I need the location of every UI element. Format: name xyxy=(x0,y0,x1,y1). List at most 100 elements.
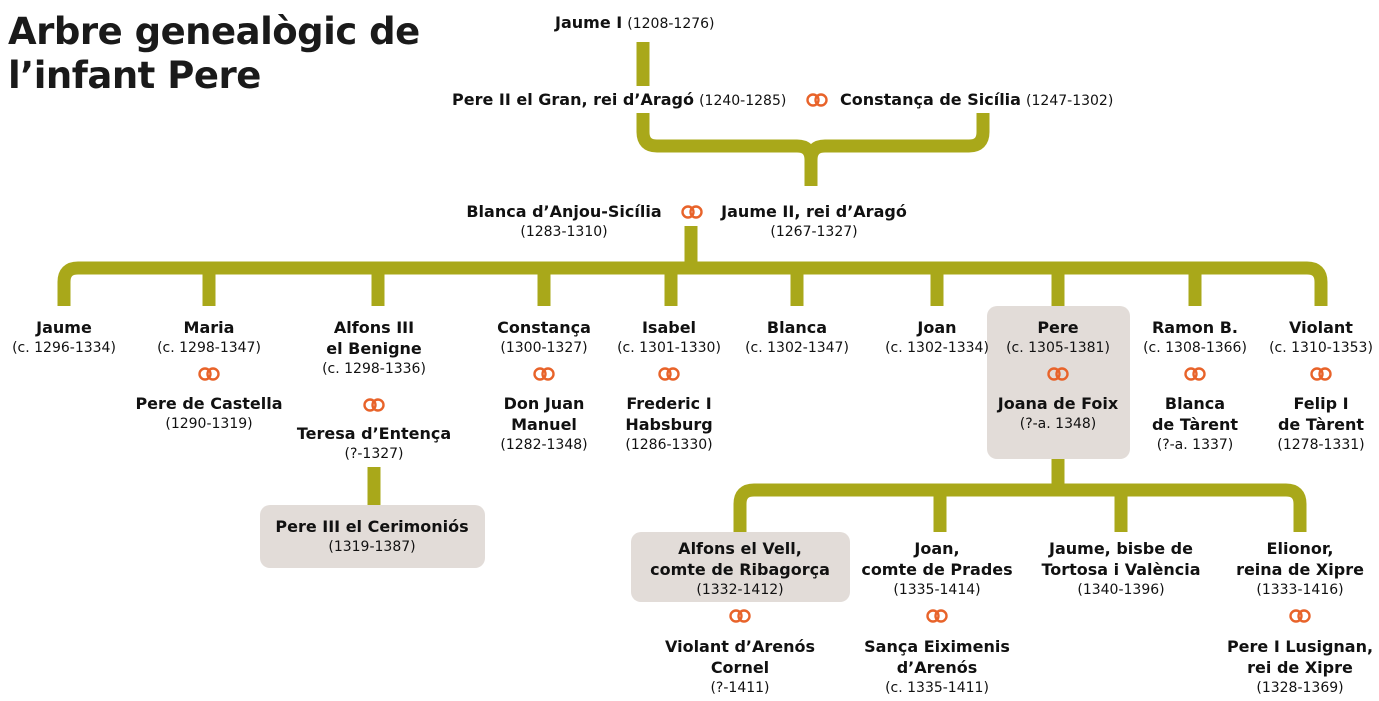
node-dates: (c. 1305-1381) xyxy=(1006,340,1110,356)
marriage-rings-icon xyxy=(533,367,555,381)
node-name-line-2: Cornel xyxy=(710,658,770,677)
child-maria: Maria (c. 1298-1347) xyxy=(157,317,261,359)
node-dates: (c. 1298-1347) xyxy=(157,340,261,356)
highlight-box-alfons-el-vell xyxy=(631,532,850,602)
title-line-2: l’infant Pere xyxy=(8,54,261,97)
spouse-felip-i-de-tarent: Felip I de Tàrent (1278-1331) xyxy=(1277,393,1364,456)
node-name-line-1: Don Juan xyxy=(503,394,585,413)
node-name-line-1: Elionor, xyxy=(1266,539,1334,558)
node-name: Jaume I xyxy=(555,13,623,32)
child-joan: Joan (c. 1302-1334) xyxy=(885,317,989,359)
spouse-pere-de-castella: Pere de Castella (1290-1319) xyxy=(135,393,282,435)
spouse-frederic-i-habsburg: Frederic I Habsburg (1286-1330) xyxy=(625,393,712,456)
child-alfons-iii: Alfons III el Benigne (c. 1298-1336) xyxy=(322,317,426,380)
pere-child-alfons-el-vell: Alfons el Vell, comte de Ribagorça (1332… xyxy=(650,538,830,601)
node-dates: (1328-1369) xyxy=(1256,680,1344,696)
node-name-line-2: d’Arenós xyxy=(896,658,978,677)
node-name-line-1: Pere I Lusignan, xyxy=(1226,637,1374,656)
node-name-line-1: Jaume, bisbe de xyxy=(1049,539,1193,558)
node-dates: (c. 1310-1353) xyxy=(1269,340,1373,356)
spouse-pere-i-lusignan: Pere I Lusignan, rei de Xipre (1328-1369… xyxy=(1227,636,1373,699)
spouse-teresa-dentenca: Teresa d’Entença (?-1327) xyxy=(297,423,451,465)
node-name-line-2: Manuel xyxy=(511,415,577,434)
spouse-don-juan-manuel: Don Juan Manuel (1282-1348) xyxy=(500,393,587,456)
marriage-rings-icon xyxy=(1310,367,1332,381)
marriage-rings-icon xyxy=(681,205,703,219)
node-dates: (1335-1414) xyxy=(893,582,981,598)
pere-child-jaume: Jaume, bisbe de Tortosa i València (1340… xyxy=(1041,538,1200,601)
node-name-line-1: Alfons el Vell, xyxy=(678,539,802,558)
node-dates: (c. 1302-1347) xyxy=(745,340,849,356)
node-name-line-2: Tortosa i València xyxy=(1041,560,1201,579)
marriage-rings-icon xyxy=(198,367,220,381)
node-name-line-2: comte de Prades xyxy=(861,560,1013,579)
highlight-box-pere xyxy=(987,306,1130,459)
marriage-rings-icon xyxy=(926,609,948,623)
marriage-rings-icon xyxy=(1184,367,1206,381)
node-name-line-1: Violant d’Arenós xyxy=(664,637,816,656)
pere-child-elionor: Elionor, reina de Xipre (1333-1416) xyxy=(1236,538,1364,601)
node-dates: (1332-1412) xyxy=(696,582,784,598)
node-name: Jaume xyxy=(36,318,92,337)
node-dates: (1286-1330) xyxy=(625,437,713,453)
page-title: Arbre genealògic de l’infant Pere xyxy=(8,10,420,98)
line-gen1-bracket xyxy=(636,113,990,186)
node-dates: (c. 1308-1366) xyxy=(1143,340,1247,356)
node-name: Blanca d’Anjou-Sicília xyxy=(466,202,662,221)
node-name-line-2: de Tàrent xyxy=(1151,415,1239,434)
line-children-bar xyxy=(57,261,1328,306)
node-jaume-ii: Jaume II, rei d’Aragó (1267-1327) xyxy=(721,201,907,243)
node-name: Joana de Foix xyxy=(997,394,1119,413)
node-name-line-2: de Tàrent xyxy=(1277,415,1365,434)
node-name-line-1: Felip I xyxy=(1293,394,1349,413)
node-name-line-1: Frederic I xyxy=(626,394,712,413)
child-ramon-b: Ramon B. (c. 1308-1366) xyxy=(1143,317,1247,359)
spouse-sanca-eiximenis: Sança Eiximenis d’Arenós (c. 1335-1411) xyxy=(864,636,1010,699)
node-blanca-danjou: Blanca d’Anjou-Sicília (1283-1310) xyxy=(466,201,661,243)
node-dates: (?-1411) xyxy=(710,680,770,696)
child-jaume: Jaume (c. 1296-1334) xyxy=(12,317,116,359)
node-name-line-2: Habsburg xyxy=(625,415,713,434)
node-dates: (c. 1296-1334) xyxy=(12,340,116,356)
node-name: Isabel xyxy=(641,318,697,337)
child-constanca: Constança (1300-1327) xyxy=(497,317,591,359)
node-dates: (c. 1302-1334) xyxy=(885,340,989,356)
highlight-box-pere-iii xyxy=(260,505,485,568)
node-dates: (1319-1387) xyxy=(328,539,416,555)
node-name: Maria xyxy=(183,318,235,337)
child-blanca: Blanca (c. 1302-1347) xyxy=(745,317,849,359)
node-name: Constança de Sicília xyxy=(840,90,1021,109)
node-name: Teresa d’Entença xyxy=(296,424,452,443)
child-violant: Violant (c. 1310-1353) xyxy=(1269,317,1373,359)
node-name-line-1: Sança Eiximenis xyxy=(864,637,1010,656)
node-dates: (1282-1348) xyxy=(500,437,588,453)
spouse-violant-darenos: Violant d’Arenós Cornel (?-1411) xyxy=(665,636,815,699)
node-dates: (1340-1396) xyxy=(1077,582,1165,598)
node-name: Joan xyxy=(917,318,957,337)
node-dates: (c. 1301-1330) xyxy=(617,340,721,356)
node-dates: (?-a. 1348) xyxy=(1019,416,1097,432)
node-name-line-2: comte de Ribagorça xyxy=(650,560,830,579)
marriage-rings-icon xyxy=(806,93,828,107)
node-dates: (1283-1310) xyxy=(520,224,608,240)
node-name: Pere III el Cerimoniós xyxy=(275,517,469,536)
pere-child-joan: Joan, comte de Prades (1335-1414) xyxy=(861,538,1012,601)
marriage-rings-icon xyxy=(1289,609,1311,623)
node-name: Pere II el Gran, rei d’Aragó xyxy=(452,90,694,109)
node-name: Jaume II, rei d’Aragó xyxy=(721,202,907,221)
child-pere: Pere (c. 1305-1381) xyxy=(1006,317,1110,359)
node-name: Ramon B. xyxy=(1151,318,1238,337)
node-constanca-de-sicilia: Constança de Sicília (1247-1302) xyxy=(840,90,1113,111)
spouse-blanca-de-tarent: Blanca de Tàrent (?-a. 1337) xyxy=(1152,393,1238,456)
node-name: Constança xyxy=(497,318,591,337)
marriage-rings-icon xyxy=(363,398,385,412)
child-isabel: Isabel (c. 1301-1330) xyxy=(617,317,721,359)
node-name: Pere xyxy=(1037,318,1079,337)
node-name-line-1: Alfons III xyxy=(333,318,415,337)
node-dates: (1290-1319) xyxy=(165,416,253,432)
node-dates: (1267-1327) xyxy=(770,224,858,240)
title-line-1: Arbre genealògic de xyxy=(8,10,420,53)
marriage-rings-icon xyxy=(1047,367,1069,381)
node-name: Pere de Castella xyxy=(135,394,283,413)
